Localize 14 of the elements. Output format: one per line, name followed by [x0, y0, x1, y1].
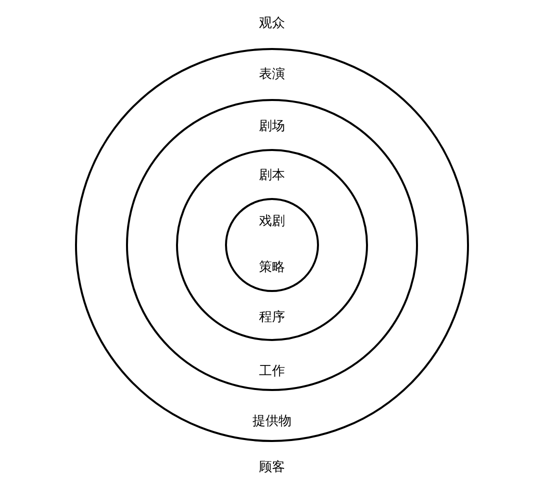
ring-circle [75, 48, 469, 442]
ring-label: 提供物 [252, 414, 292, 430]
ring-label: 工作 [259, 364, 285, 380]
ring-circle [225, 198, 319, 292]
ring-label: 策略 [259, 260, 285, 276]
ring-label: 戏剧 [259, 214, 285, 230]
ring-label: 程序 [259, 310, 285, 326]
ring-label: 表演 [259, 67, 285, 83]
ring-label: 剧场 [259, 119, 285, 135]
ring-circle [126, 99, 418, 391]
ring-label: 剧本 [259, 168, 285, 184]
ring-circle [176, 149, 368, 341]
outer-label: 观众 [259, 16, 285, 32]
outer-label: 顾客 [259, 460, 285, 476]
